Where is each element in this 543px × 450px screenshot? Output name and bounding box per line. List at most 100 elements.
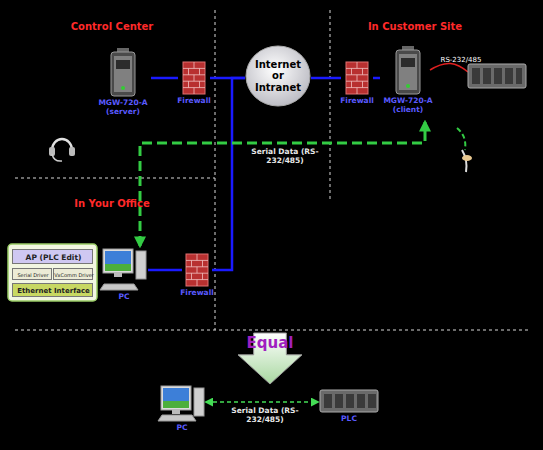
plc-slot	[324, 394, 332, 408]
headset-mic	[52, 154, 62, 161]
pc-icon	[158, 383, 206, 423]
monitor-hill	[105, 264, 131, 271]
divider-line	[15, 330, 528, 331]
node-label: PC	[94, 293, 154, 302]
node-label: Equal	[236, 335, 304, 352]
pc-icon	[100, 246, 148, 292]
device-plate	[116, 60, 130, 69]
firewall-bricks	[346, 62, 368, 94]
device-plate	[401, 58, 415, 67]
pc-computer: PC	[158, 383, 206, 437]
firewall-bricks	[183, 62, 205, 94]
plc-controller: PLC	[318, 388, 380, 437]
plc-slot	[494, 68, 502, 84]
plc-slot	[357, 394, 365, 408]
pc-tower	[194, 388, 204, 416]
headset-band	[52, 139, 72, 150]
device-led	[406, 84, 410, 88]
cloud-shape	[246, 46, 310, 106]
node-text-area: PLC	[312, 415, 386, 424]
firewall-wall	[346, 62, 368, 94]
plc-slot	[516, 68, 522, 84]
firewall-icon	[341, 60, 373, 96]
divider-line	[215, 10, 216, 330]
device-face	[114, 56, 132, 92]
serial-link	[140, 122, 425, 246]
headset-cup	[69, 147, 75, 156]
software-box: AP (PLC Edit)	[12, 249, 93, 264]
software-stack-frame	[8, 244, 97, 301]
node-label: AP (PLC Edit)	[26, 254, 82, 262]
node-text-area: Firewall	[335, 97, 379, 106]
node-text-area: Firewall	[172, 97, 216, 106]
node-text-area: VxComm Driver	[54, 269, 94, 281]
node-label: PLC	[312, 415, 386, 424]
pc-computer: PC	[100, 246, 148, 308]
firewall-icon-box: Firewall	[178, 60, 210, 116]
device-led	[121, 86, 125, 90]
region-title: In Your Office	[37, 198, 187, 210]
connector-label: Serial Data (RS-232/485)	[222, 407, 308, 424]
interface-box: Ethernet Interface	[12, 283, 93, 297]
device-body	[111, 52, 135, 96]
serial-wire	[430, 63, 468, 72]
node-text-area: Serial Driver	[13, 269, 53, 281]
connector-label: Serial Data (RS-232/485)	[248, 148, 322, 165]
node-text-area: PC	[152, 424, 212, 433]
driver-box: Serial Driver	[12, 268, 52, 280]
monitor-frame	[103, 249, 133, 273]
node-label: MGW-720-A (server)	[89, 99, 157, 116]
monitor-hill	[163, 401, 189, 408]
driver-box: VxComm Driver	[53, 268, 93, 280]
monitor-frame	[161, 386, 191, 410]
serial-link	[206, 401, 318, 403]
network-cloud: Internet or Intranet	[245, 44, 311, 108]
plc-slot	[505, 68, 513, 84]
node-label: PC	[152, 424, 212, 433]
hand-shape	[462, 155, 472, 161]
firewall-icon	[182, 252, 212, 288]
plc-slot	[472, 68, 480, 84]
device-icon	[95, 48, 151, 98]
signal-name: RS-232/485	[428, 56, 494, 64]
firewall-wall	[186, 254, 208, 286]
gateway-device: MGW-720-A (server)	[95, 48, 151, 124]
node-label: Serial Driver	[17, 273, 48, 278]
node-text-area: Firewall	[176, 289, 218, 298]
node-label: MGW-720-A (client)	[374, 97, 442, 114]
monitor-stand	[114, 273, 122, 277]
plc-module	[468, 64, 526, 88]
node-label: Ethernet Interface	[17, 288, 90, 295]
plc-slot	[483, 68, 491, 84]
monitor-stand	[172, 410, 180, 414]
plc-icon	[318, 388, 380, 414]
device-body	[396, 50, 420, 94]
monitor-sky	[163, 388, 189, 401]
plc-slot	[335, 394, 343, 408]
node-label: Internet or Intranet	[251, 59, 305, 94]
pc-tower	[136, 251, 146, 279]
firewall-bricks	[186, 254, 208, 286]
gateway-device: MGW-720-A (client)	[380, 46, 436, 122]
network-link	[212, 78, 245, 270]
monitor-sky	[105, 251, 131, 264]
firewall-icon-box: Firewall	[182, 252, 212, 308]
node-label: Firewall	[172, 97, 216, 106]
network-link	[373, 77, 380, 80]
node-text-area: MGW-720-A (client)	[374, 97, 442, 114]
node-text-area: PC	[94, 293, 154, 302]
network-link	[148, 269, 182, 272]
node-text-area: Ethernet Interface	[13, 284, 94, 298]
network-link	[311, 77, 341, 80]
firewall-icon	[178, 60, 210, 96]
firewall-wall	[183, 62, 205, 94]
node-label: Firewall	[176, 289, 218, 298]
node-text-area: Internet or Intranet	[245, 44, 311, 108]
node-label: VxComm Driver	[54, 273, 94, 278]
plc-body	[320, 390, 378, 412]
node-text-area: Equal	[236, 335, 304, 352]
region-title: Control Center	[37, 21, 187, 33]
keyboard	[100, 284, 138, 290]
divider-line	[330, 10, 331, 200]
